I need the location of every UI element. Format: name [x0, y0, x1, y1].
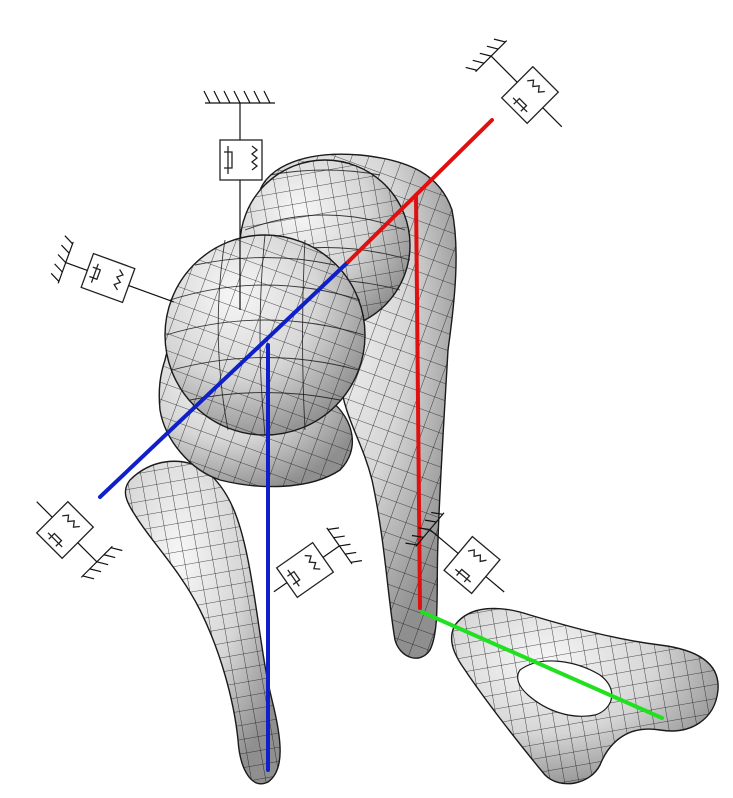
spring-damper-center-lower [261, 522, 362, 612]
spring-damper-left-upper [49, 236, 183, 323]
spring-damper-left-lower [21, 483, 122, 584]
bone-shaft-left [125, 461, 280, 783]
bone-ring [452, 608, 719, 783]
